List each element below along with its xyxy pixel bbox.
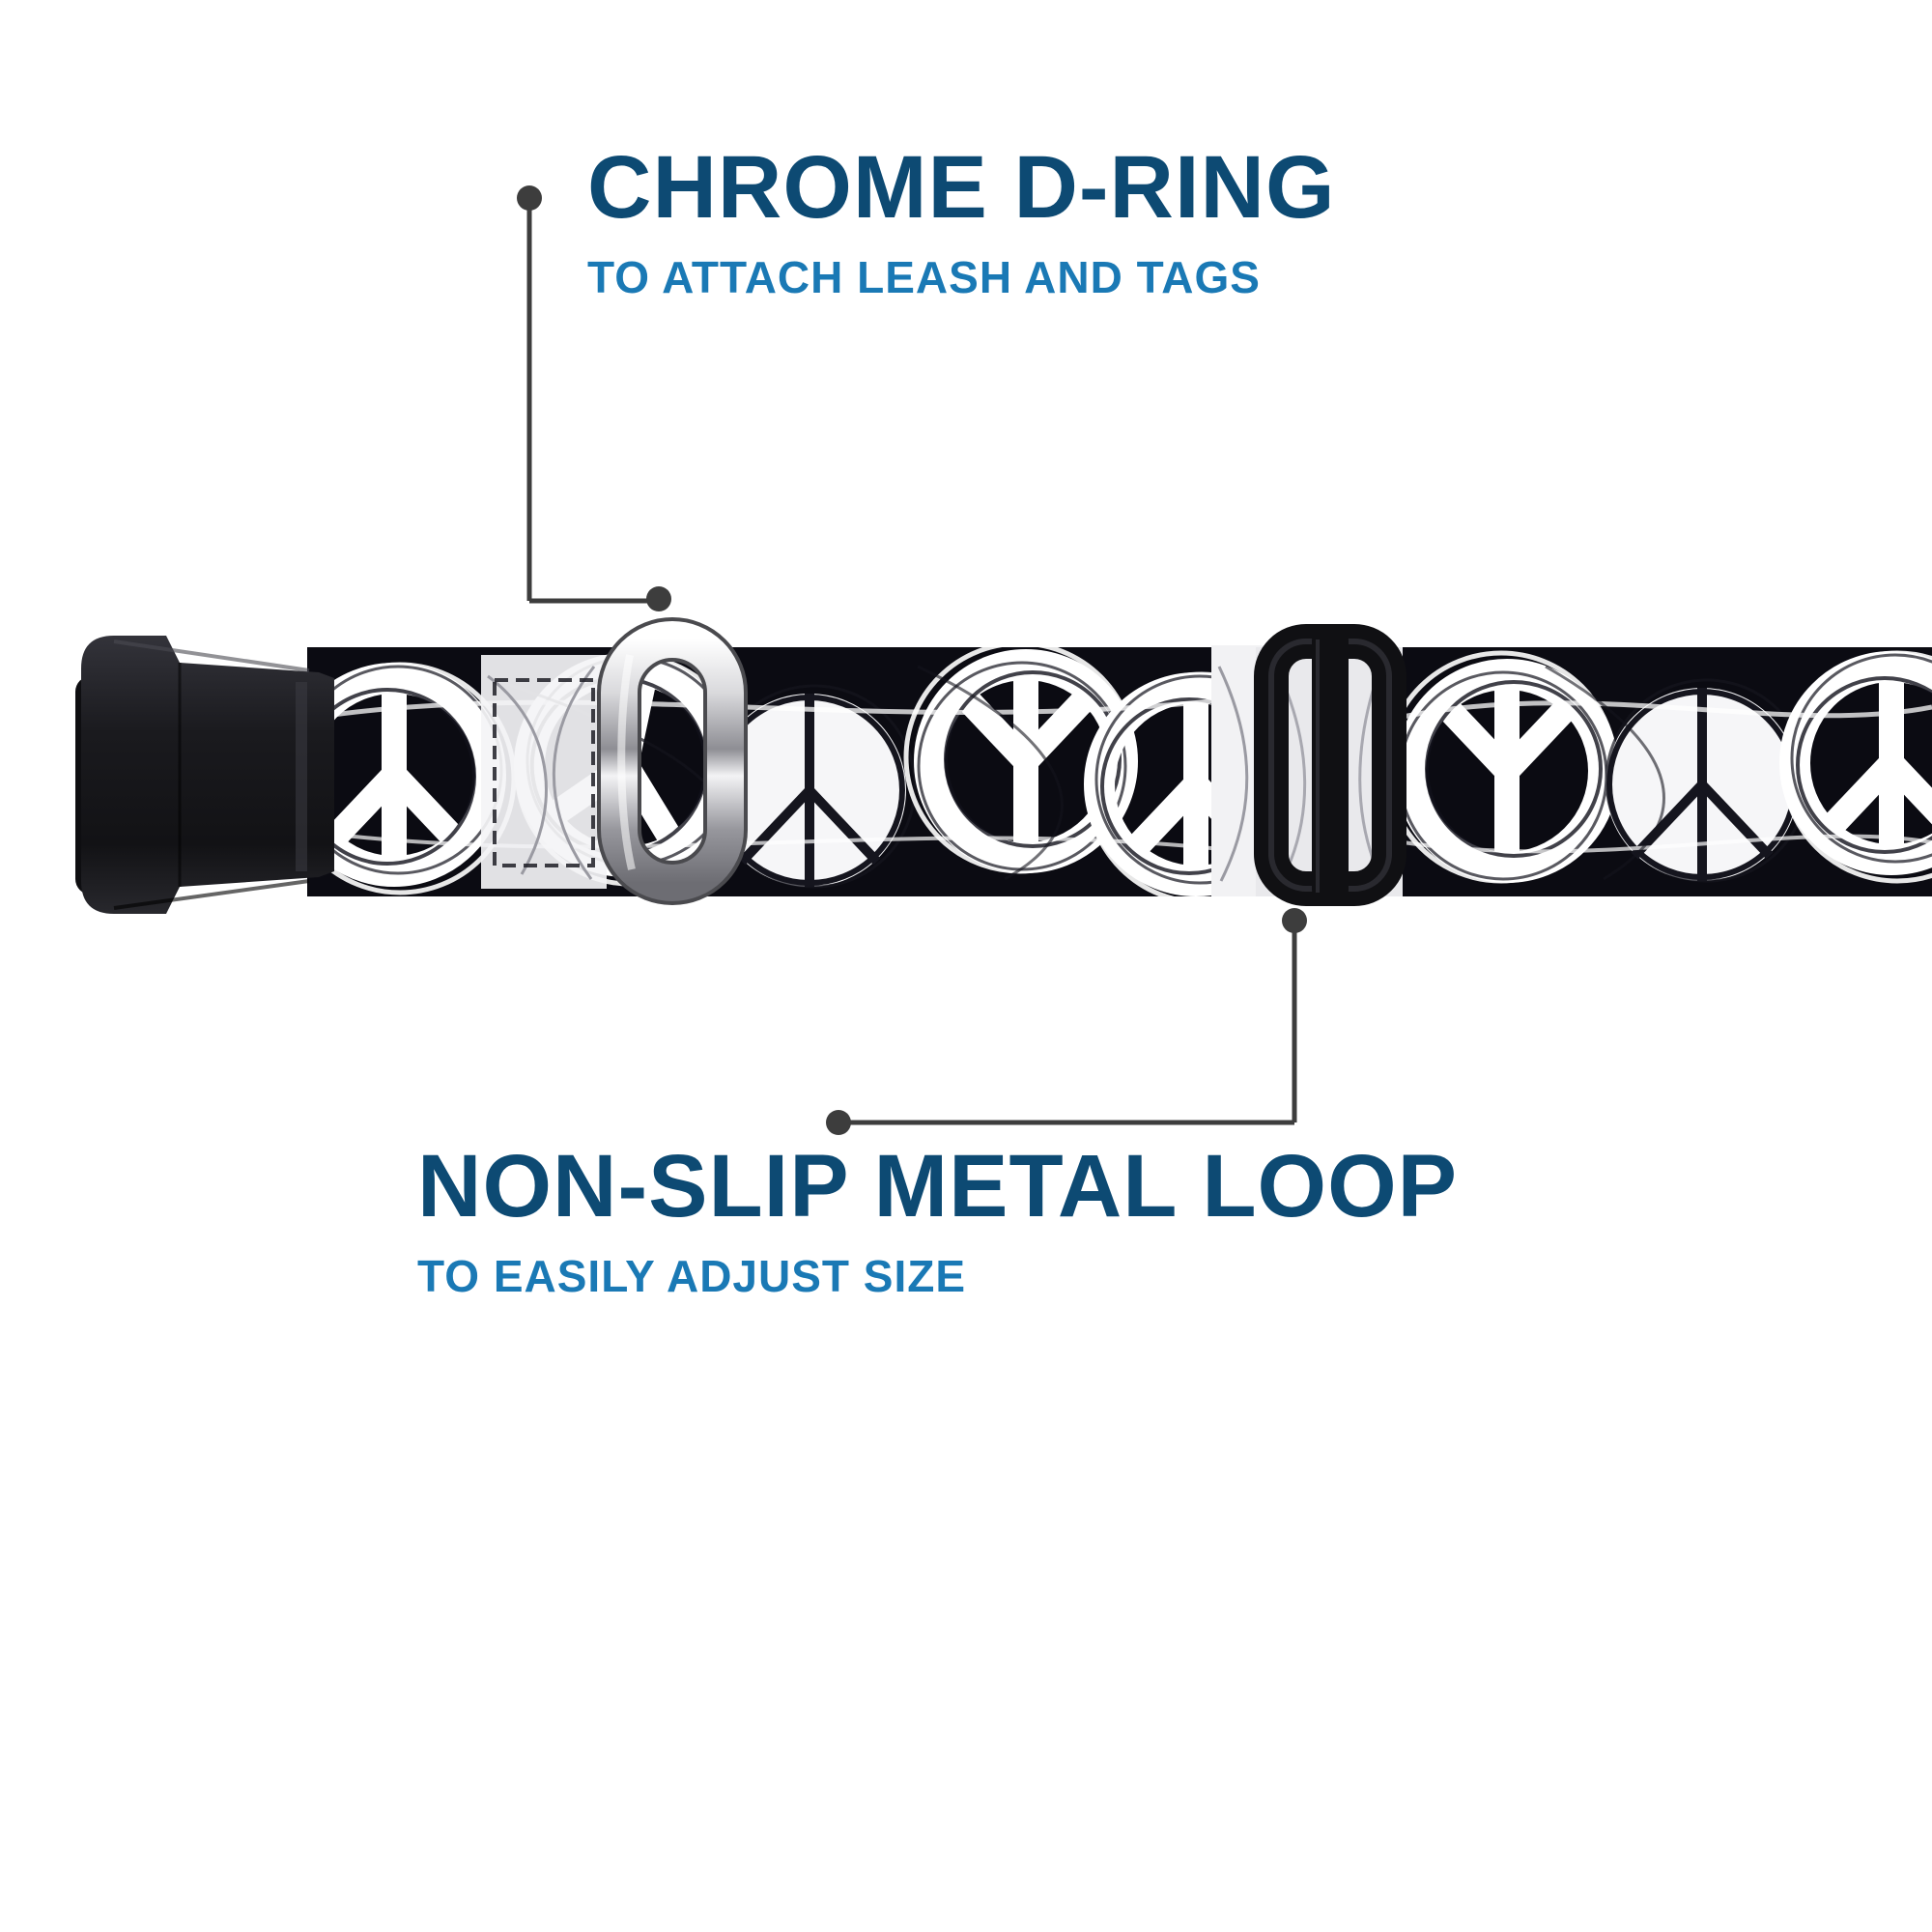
callout-chrome-d-ring: CHROME D-RING TO ATTACH LEASH AND TAGS bbox=[587, 143, 1336, 303]
collar-strap bbox=[286, 635, 1932, 905]
dring-subtitle: TO ATTACH LEASH AND TAGS bbox=[587, 252, 1261, 302]
buckle-slot bbox=[296, 682, 307, 871]
chrome-d-ring bbox=[597, 617, 748, 905]
peace-pattern bbox=[286, 635, 1932, 905]
loop-leader-line bbox=[826, 908, 1307, 1135]
plastic-buckle bbox=[75, 636, 334, 914]
loop-subtitle: TO EASILY ADJUST SIZE bbox=[417, 1251, 967, 1301]
metal-loop-slider bbox=[1254, 624, 1406, 906]
loop-title: NON-SLIP METAL LOOP bbox=[417, 1137, 1459, 1236]
dring-title: CHROME D-RING bbox=[587, 138, 1336, 237]
dring-leader-dot-end bbox=[646, 586, 671, 611]
loop-leader-dot-end bbox=[826, 1110, 851, 1135]
strap-fold-stitching bbox=[481, 655, 607, 889]
dring-leader-line bbox=[517, 185, 671, 611]
callout-metal-loop: NON-SLIP METAL LOOP TO EASILY ADJUST SIZ… bbox=[417, 1142, 1458, 1302]
